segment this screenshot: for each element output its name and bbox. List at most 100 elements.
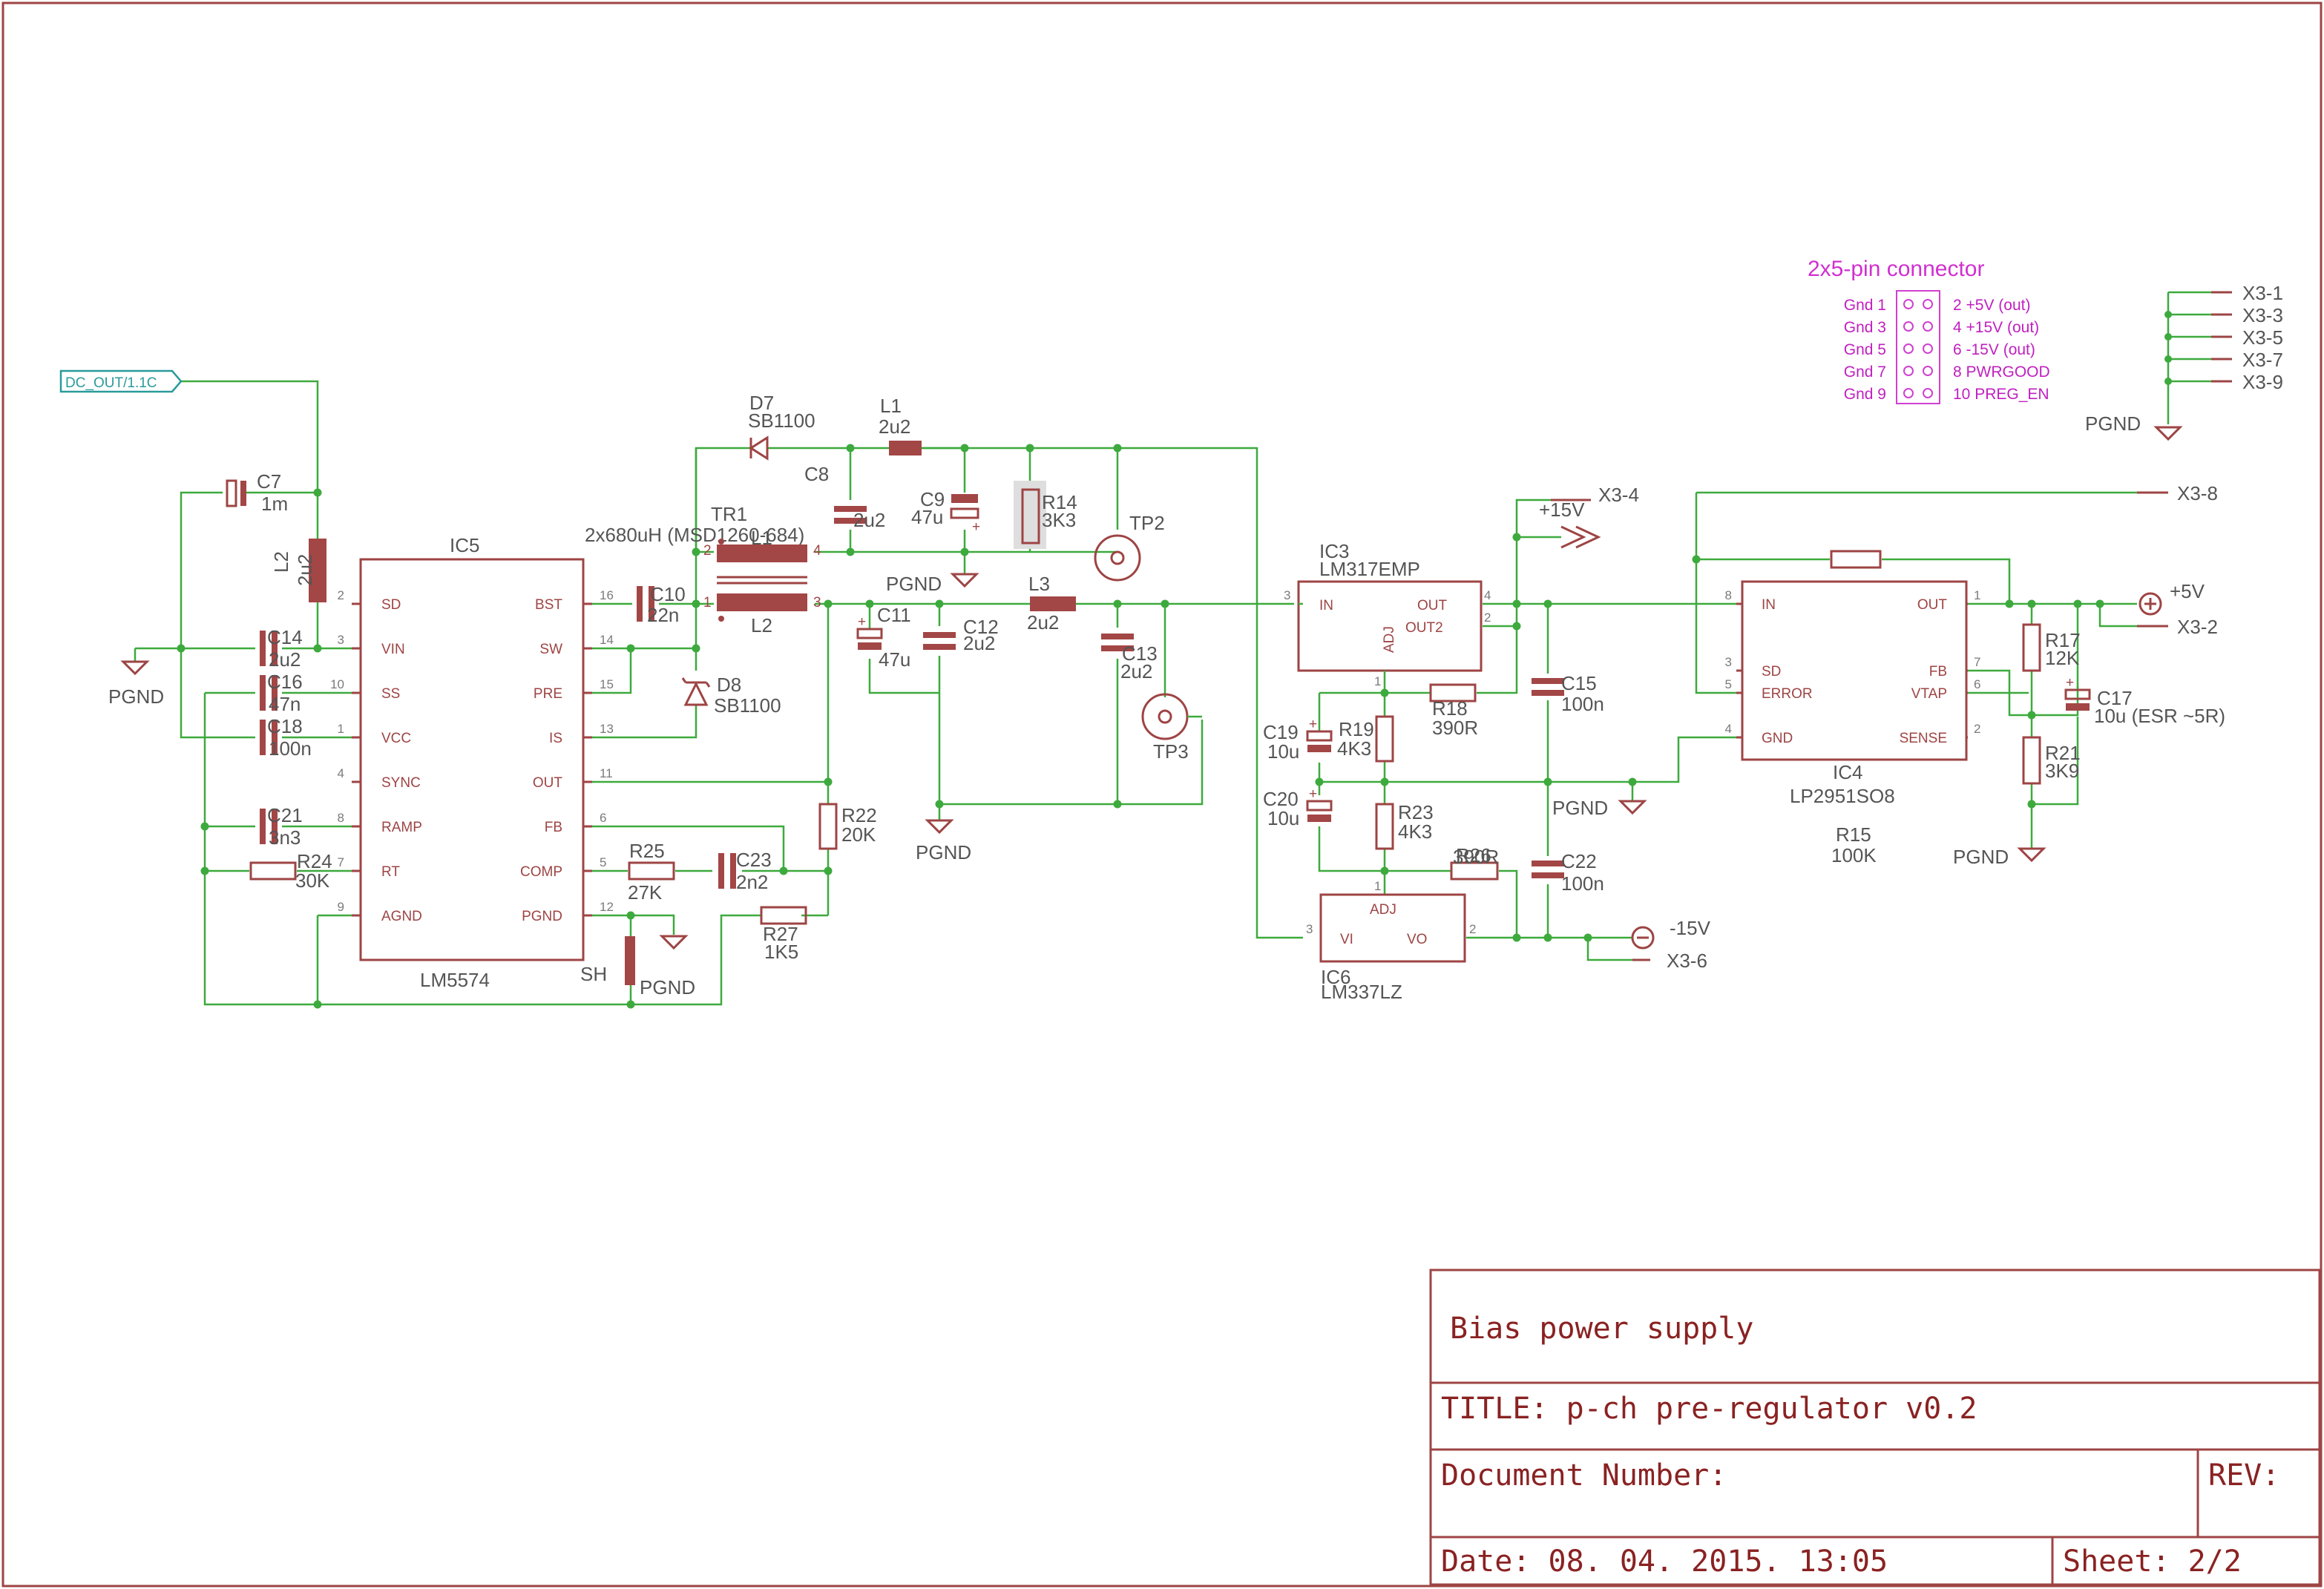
tp3-name: TP3 bbox=[1153, 740, 1189, 763]
dc-out-label: DC_OUT/1.1C bbox=[65, 375, 157, 391]
junction-dot bbox=[626, 1000, 635, 1009]
c17-capacitor: + C17 10u (ESR ~5R) bbox=[2064, 675, 2225, 727]
ic6-name: IC6 bbox=[1321, 966, 1350, 988]
c18-plate bbox=[272, 720, 278, 755]
x3-4-label: X3-4 bbox=[1598, 484, 1639, 506]
ic4-pin-label: ERROR bbox=[1762, 686, 1813, 702]
ic5-pin-label: SW bbox=[539, 642, 562, 657]
connector-hole-even bbox=[1923, 299, 1933, 309]
ic6-pin-2: 2 bbox=[1469, 922, 1476, 936]
x3-ground-pins: X3-1 X3-3 X3-5 X3-7 X3-9 PGND bbox=[2085, 282, 2283, 441]
junction-dots bbox=[177, 444, 2104, 1009]
ic3-out: OUT bbox=[1417, 598, 1448, 613]
c12-value: 2u2 bbox=[963, 632, 995, 654]
ic5-pin-label: PGND bbox=[522, 909, 562, 924]
junction-dot bbox=[1315, 777, 1324, 786]
c15-value: 100n bbox=[1561, 693, 1604, 715]
c16-value: 47n bbox=[269, 693, 301, 715]
l3-inductor: L3 2u2 bbox=[1027, 573, 1076, 634]
c20-name: C20 bbox=[1263, 788, 1299, 810]
c16-plate bbox=[260, 675, 266, 711]
connector-left-5: Gnd 5 bbox=[1844, 341, 1886, 358]
r24-value: 30K bbox=[295, 869, 330, 892]
c23-plate bbox=[730, 853, 736, 889]
r26-name: R26 bbox=[1456, 844, 1491, 866]
connector-left-1: Gnd 1 bbox=[1844, 297, 1886, 314]
ic6-pin-3: 3 bbox=[1306, 922, 1313, 936]
r21-value: 3K9 bbox=[2045, 760, 2079, 782]
ic3-pin-2: 2 bbox=[1484, 611, 1491, 625]
c19-value: 10u bbox=[1267, 740, 1299, 763]
ic5-pin-label: VIN bbox=[381, 642, 405, 657]
r17-value: 12K bbox=[2045, 647, 2080, 669]
net-labels: X3-4 +15V X3-8 +5V X3-2 -15V X3-6 bbox=[1539, 482, 2218, 972]
tr1-l1: L1 bbox=[751, 527, 772, 549]
d7-value: SB1100 bbox=[748, 409, 815, 432]
junction-dot bbox=[1583, 933, 1592, 942]
junction-dot bbox=[1543, 599, 1552, 608]
ic3-part: LM317EMP bbox=[1319, 558, 1420, 580]
junction-dot bbox=[1380, 866, 1389, 875]
ic5-pin-number: 14 bbox=[600, 633, 614, 647]
ic5-pin-label: SD bbox=[381, 597, 401, 613]
junction-dot bbox=[177, 644, 186, 653]
junction-dot bbox=[1628, 777, 1637, 786]
tr1-pin-4: 4 bbox=[813, 543, 821, 559]
components: C7 1m L2 2u2 D8 SB1100 D7 bbox=[226, 392, 2225, 985]
ic4-pin-label: VTAP bbox=[1911, 686, 1947, 702]
ic5-pin-number: 2 bbox=[338, 588, 344, 602]
ic4-pin-label: GND bbox=[1762, 731, 1793, 746]
ic5-pin-label: AGND bbox=[381, 909, 422, 924]
ic3-pin-3: 3 bbox=[1284, 588, 1290, 602]
pgnd-label-1: PGND bbox=[108, 685, 164, 708]
junction-dot bbox=[313, 1000, 322, 1009]
frame-title: Bias power supply bbox=[1450, 1312, 1753, 1346]
junction-dot bbox=[1380, 688, 1389, 697]
x3-3-label: X3-3 bbox=[2242, 304, 2283, 326]
frame-doc-number: Document Number: bbox=[1441, 1458, 1727, 1493]
junction-dot bbox=[313, 488, 322, 497]
r27-value: 1K5 bbox=[764, 941, 798, 963]
r24-body bbox=[249, 861, 297, 881]
pgnd-label-5: PGND bbox=[1552, 797, 1608, 819]
c16-plate bbox=[272, 675, 278, 711]
junction-dot bbox=[1161, 599, 1169, 608]
junction-dot bbox=[313, 644, 322, 653]
x3-1-label: X3-1 bbox=[2242, 282, 2283, 304]
c12-plate bbox=[923, 644, 956, 650]
ic3-pin-1: 1 bbox=[1374, 674, 1381, 688]
junction-dot bbox=[692, 599, 700, 608]
c18-plate bbox=[260, 720, 266, 755]
ic3-name: IC3 bbox=[1319, 540, 1349, 562]
tr1-l2: L2 bbox=[751, 614, 772, 636]
r14-value: 3K3 bbox=[1042, 509, 1076, 531]
connector-hole-even bbox=[1923, 388, 1933, 398]
junction-dot bbox=[1380, 777, 1389, 786]
junction-dot bbox=[824, 777, 833, 786]
ic6-adj: ADJ bbox=[1370, 902, 1396, 918]
c12-name: C12 bbox=[963, 616, 999, 638]
c10-plate bbox=[637, 586, 643, 622]
ic5-name: IC5 bbox=[450, 534, 479, 556]
ic5-pin-number: 6 bbox=[600, 811, 606, 825]
r27-body bbox=[760, 906, 807, 925]
connector-hole-odd bbox=[1903, 299, 1914, 309]
ic5-pin-label: COMP bbox=[520, 864, 562, 880]
connector-hole-odd bbox=[1903, 343, 1914, 354]
svg-text:+: + bbox=[2066, 675, 2074, 691]
ic3-pin-4: 4 bbox=[1484, 588, 1491, 602]
ic3-adj: ADJ bbox=[1382, 626, 1397, 653]
ic5-pin-label: SS bbox=[381, 686, 400, 702]
x3-pgnd-label: PGND bbox=[2085, 412, 2141, 435]
c15-plate bbox=[1532, 678, 1564, 684]
r27-name: R27 bbox=[763, 923, 798, 945]
tr1-part: 2x680uH (MSD1260-684) bbox=[585, 524, 804, 546]
ic5-pin-label: PRE bbox=[534, 686, 562, 702]
c20-value: 10u bbox=[1267, 807, 1299, 829]
ic5-lm5574: IC5 LM5574 SH 2SD3VIN10SS1VCC4SYNC8RAMP7… bbox=[330, 534, 614, 991]
junction-dot bbox=[2073, 599, 2082, 608]
plus15v-label: +15V bbox=[1539, 499, 1585, 521]
r15-body bbox=[1830, 550, 1882, 569]
ic5-pin-number: 11 bbox=[600, 766, 613, 780]
